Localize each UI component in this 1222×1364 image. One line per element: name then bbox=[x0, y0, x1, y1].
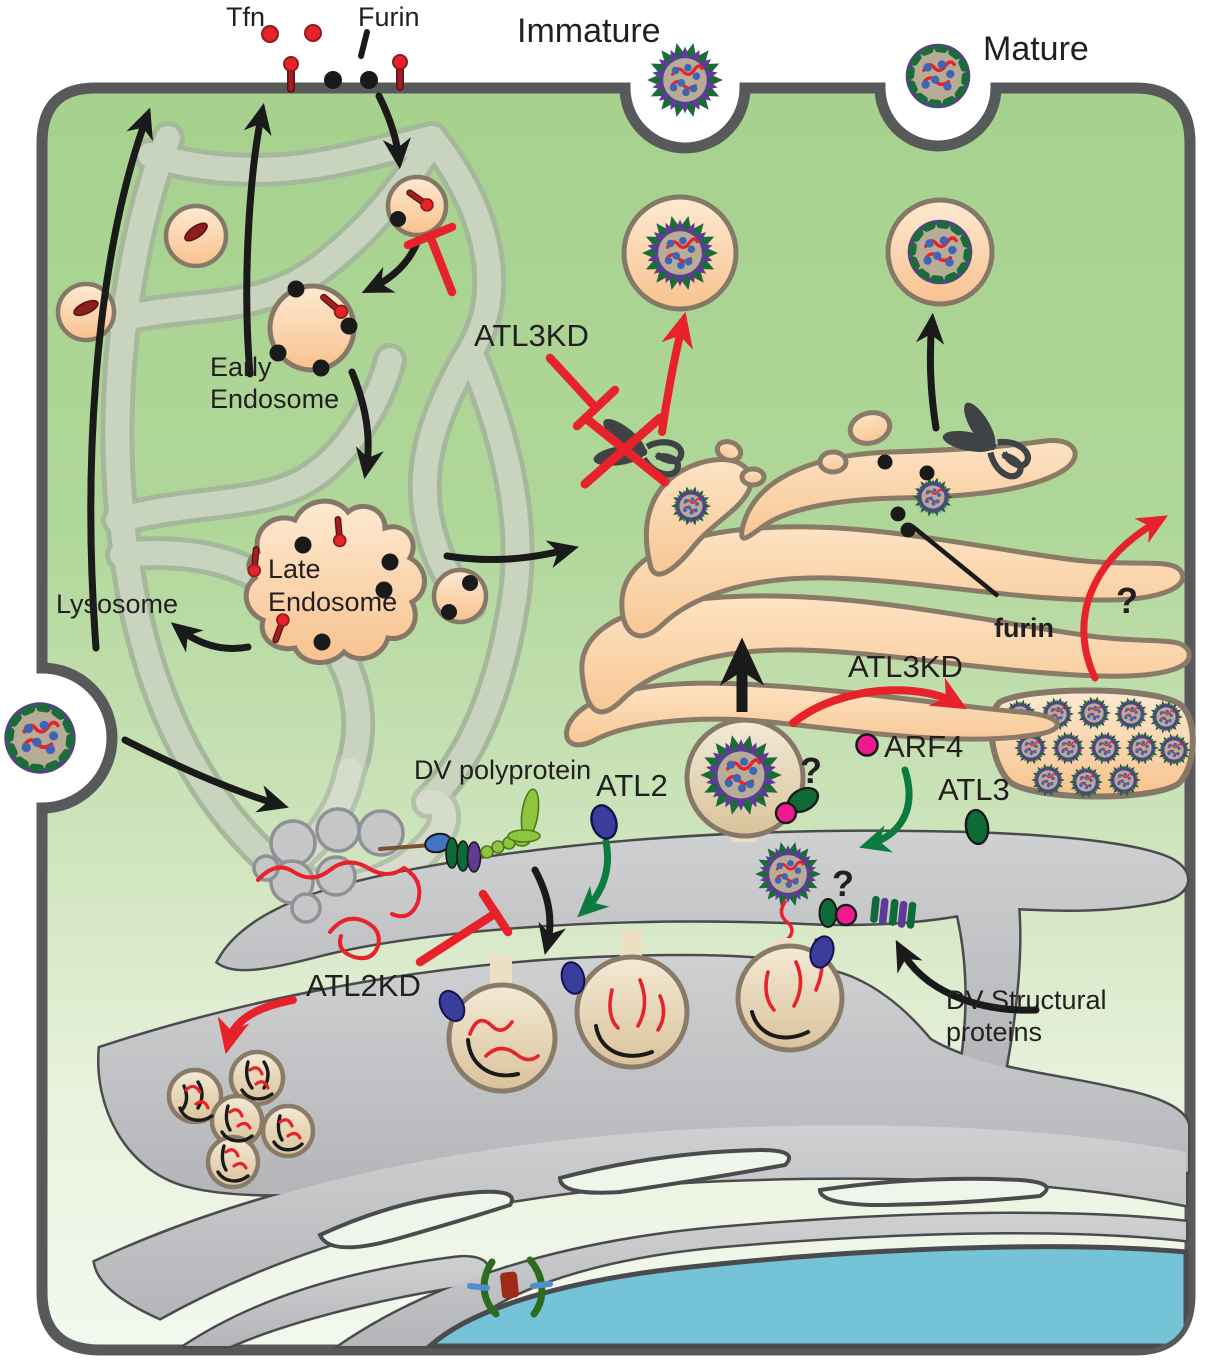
label-mature: Mature bbox=[983, 30, 1089, 68]
viral-rna bbox=[256, 860, 422, 961]
immature-virion-released bbox=[645, 41, 725, 119]
mature-exit-vesicle bbox=[885, 197, 995, 307]
inhibition-marks-red bbox=[403, 222, 620, 967]
furin-pointer-line bbox=[910, 524, 1000, 598]
entering-mature-virion bbox=[4, 702, 75, 773]
label-lysosome: Lysosome bbox=[56, 589, 178, 619]
furin-dots bbox=[877, 454, 935, 538]
label-late-endosome-2: Endosome bbox=[268, 587, 397, 617]
label-arf4: ARF4 bbox=[884, 729, 963, 764]
arf4-free-dot bbox=[855, 733, 879, 757]
virus-filled-compartment bbox=[988, 687, 1196, 799]
nucleus bbox=[423, 1244, 1189, 1349]
dv-polyprotein-complex bbox=[378, 788, 541, 873]
red-arrows bbox=[217, 311, 1169, 1055]
label-dv-structural-1: DV Structural bbox=[946, 985, 1107, 1015]
arf4-dot bbox=[834, 903, 858, 927]
early-endosome bbox=[267, 280, 358, 377]
label-furin-top: Furin bbox=[358, 2, 420, 32]
atl3-arf4-on-er bbox=[818, 898, 858, 928]
label-dv-structural-2: proteins bbox=[946, 1017, 1042, 1047]
nuclear-pore bbox=[467, 1256, 553, 1318]
label-furin-golgi: furin bbox=[994, 613, 1054, 643]
label-atl3kd-upper: ATL3KD bbox=[474, 318, 589, 353]
endoplasmic-reticulum bbox=[92, 832, 1190, 1349]
label-early-endosome-2: Endosome bbox=[210, 384, 339, 414]
label-atl2: ATL2 bbox=[596, 768, 668, 803]
label-early-endosome-1: Early bbox=[210, 352, 272, 382]
fragmented-vesicles bbox=[166, 1049, 316, 1190]
ribosome-cluster bbox=[252, 807, 422, 961]
label-atl2kd: ATL2KD bbox=[306, 968, 421, 1003]
labels: Tfn Furin Immature Mature Early Endosome… bbox=[56, 2, 1138, 1047]
q-mark-budding: ? bbox=[800, 750, 822, 791]
late-endosome bbox=[243, 498, 427, 666]
budding-virus-vesicle bbox=[684, 717, 820, 842]
golgi-apparatus bbox=[563, 410, 1192, 748]
label-atl3kd-lower: ATL3KD bbox=[848, 649, 963, 684]
q-mark-exit: ? bbox=[1116, 580, 1138, 621]
atl2-ovals bbox=[438, 935, 835, 1023]
atl2-oval bbox=[590, 804, 618, 840]
green-arrows bbox=[577, 766, 913, 918]
surface-receptors bbox=[261, 24, 408, 93]
label-atl3: ATL3 bbox=[938, 772, 1010, 807]
furin-tick bbox=[358, 29, 370, 59]
er-sheet-gaps bbox=[317, 1147, 1049, 1250]
q-mark-lumen: ? bbox=[832, 863, 854, 904]
mature-virion-released bbox=[906, 44, 971, 109]
red-x-over-scissors bbox=[580, 413, 670, 489]
label-immature: Immature bbox=[517, 12, 661, 50]
dv-structural-proteins bbox=[870, 895, 917, 929]
label-late-endosome-1: Late bbox=[268, 554, 321, 584]
atl3-oval bbox=[964, 808, 990, 846]
label-tfn: Tfn bbox=[226, 2, 265, 32]
replication-vesicles bbox=[438, 930, 845, 1094]
immature-exit-vesicle bbox=[621, 194, 739, 312]
label-dv-polyprotein: DV polyprotein bbox=[414, 755, 591, 785]
